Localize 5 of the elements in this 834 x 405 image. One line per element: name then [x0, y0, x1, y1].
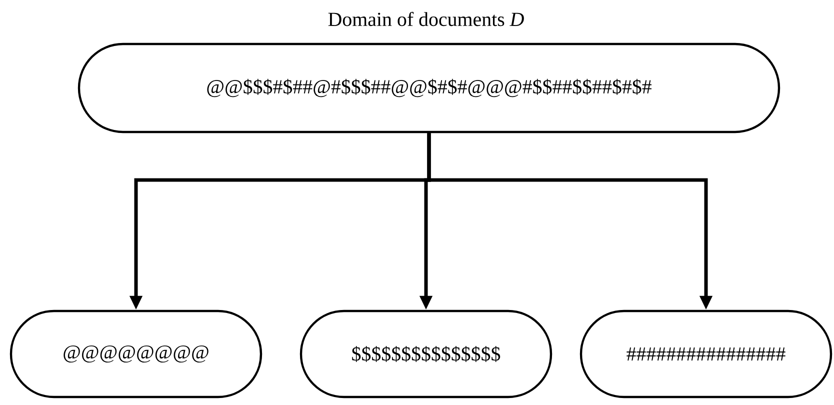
rounded-box: @@$$$#$##@#$$$##@@$#$#@@@#$$##$$##$#$# — [78, 42, 780, 134]
rounded-box: ################ — [580, 310, 832, 398]
rounded-box: $$$$$$$$$$$$$$$ — [300, 310, 552, 398]
title: Domain of documents D — [328, 12, 524, 26]
rounded-box: @@@@@@@@ — [10, 310, 262, 398]
